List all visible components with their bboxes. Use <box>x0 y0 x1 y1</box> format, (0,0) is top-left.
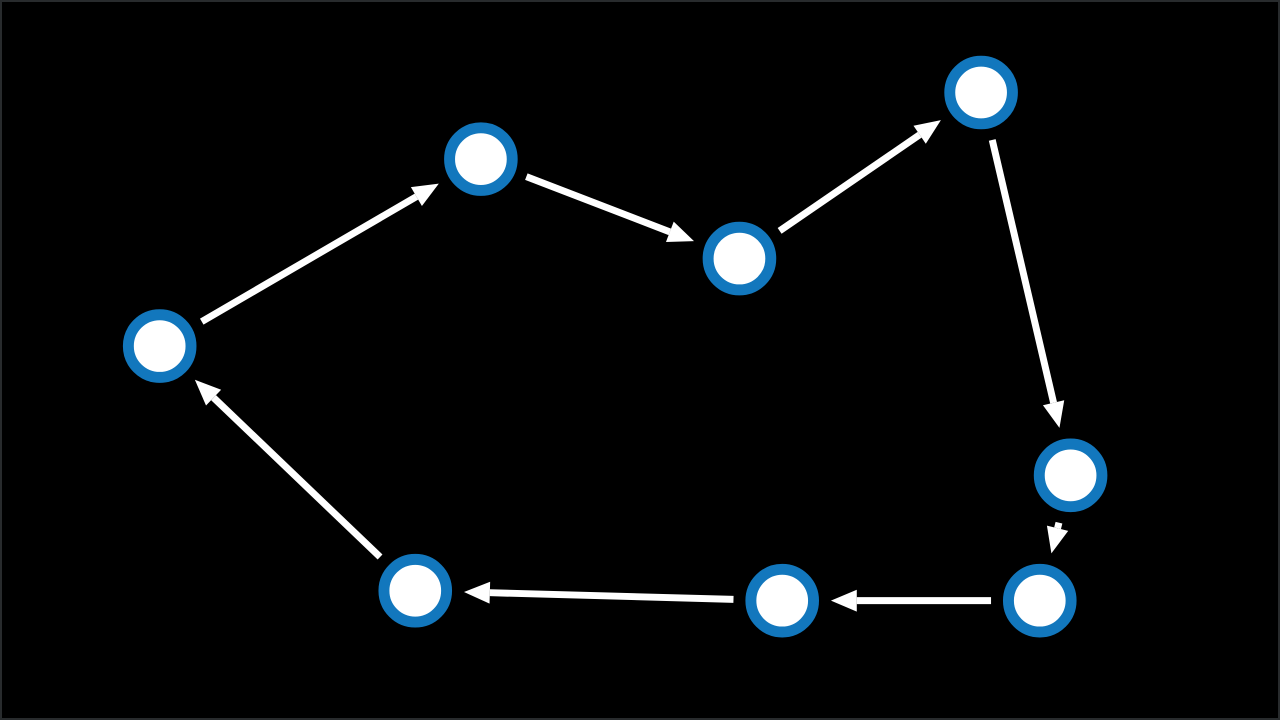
graph-node-n6 <box>1002 563 1077 638</box>
edge-shaft <box>211 395 383 560</box>
graph-node-n1 <box>122 309 197 383</box>
edge-arrow-n5-to-n6 <box>1046 521 1069 554</box>
edge-arrow-n8-to-n1 <box>194 379 383 560</box>
edge-shaft <box>988 139 1057 404</box>
edge-arrow-n6-to-n7 <box>830 589 992 612</box>
graph-node-n7 <box>745 563 820 638</box>
edge-arrow-n4-to-n5 <box>988 139 1065 428</box>
edge-arrow-n7-to-n8 <box>463 581 734 604</box>
edge-arrow-n3-to-n4 <box>777 120 941 234</box>
arrowhead-icon <box>913 120 941 144</box>
graph-node-n8 <box>378 553 453 628</box>
arrowhead-icon <box>1042 400 1065 428</box>
arrowhead-icon <box>463 581 491 604</box>
graph-node-n2 <box>444 122 518 196</box>
graph-node-n4 <box>944 55 1018 130</box>
arrowhead-icon <box>1046 525 1069 554</box>
arrowhead-icon <box>410 183 439 207</box>
edge-shaft <box>777 131 922 234</box>
arrowhead-icon <box>830 589 857 612</box>
edge-arrow-n2-to-n3 <box>525 173 694 242</box>
edge-shaft <box>525 173 672 236</box>
graph-node-n3 <box>702 221 777 296</box>
edge-shaft <box>199 193 419 325</box>
graph-node-n5 <box>1033 438 1108 513</box>
edge-shaft <box>1054 521 1063 530</box>
arrowhead-icon <box>665 221 694 242</box>
edge-arrow-n1-to-n2 <box>199 183 439 325</box>
edge-shaft <box>489 589 734 603</box>
arrowhead-icon <box>194 379 222 406</box>
